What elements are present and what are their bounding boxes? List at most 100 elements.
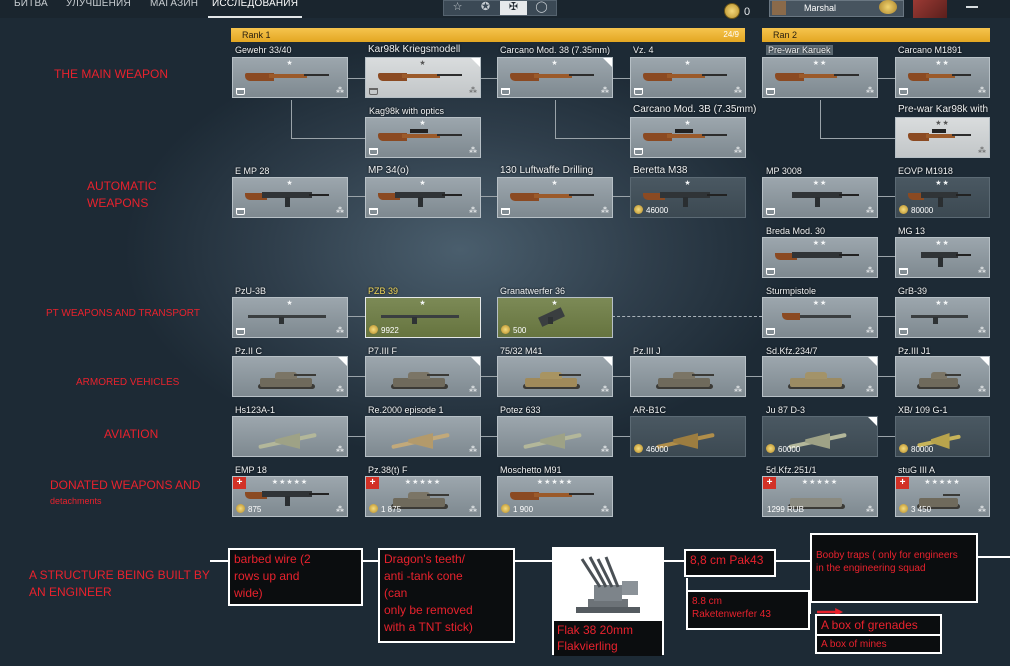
research-card-grb39[interactable]: ★★ ⁂ [895, 297, 990, 338]
coin-icon [501, 504, 510, 513]
research-card-pz2c[interactable]: ⁂ [232, 356, 348, 397]
research-card-breda-30[interactable]: ★★ ⁂ [762, 237, 878, 278]
iron-cross-icon[interactable]: ✠ [500, 1, 527, 15]
card-label: P7.III F [368, 346, 398, 356]
plane-icon [378, 427, 462, 450]
research-card-carcano-3b[interactable]: ★ ⁂ [630, 117, 746, 158]
research-card-gewehr[interactable]: ★ ⁂ [232, 57, 348, 98]
card-price: 1299 RUB [767, 505, 804, 514]
rank-stars: ★ [419, 300, 427, 307]
research-card-prewar-kar98k-optics[interactable]: ★★ ⁂ [895, 117, 990, 158]
structure-mine-box[interactable]: A box of mines [815, 634, 942, 654]
research-card-re2000[interactable]: ⁂ [365, 416, 481, 457]
tab-shop[interactable]: МАГАЗИН [150, 0, 199, 9]
card-label: Potez 633 [500, 405, 541, 415]
research-card-granatwerfer-36[interactable]: ★ 500 [497, 297, 613, 338]
research-card-stug3a[interactable]: + ★★★★★ 3 450 ⁂ [895, 476, 990, 517]
rank-1-bar: Rank 1 24/9 [231, 28, 745, 42]
squad-icon: ⁂ [336, 326, 344, 335]
research-card-kar98k[interactable]: ★ ⁂ [365, 57, 481, 98]
research-card-ju87[interactable]: 60000 [762, 416, 878, 457]
research-card-pz38t[interactable]: + ★★★★★ 1 875 ⁂ [365, 476, 481, 517]
structure-grenade-box[interactable]: A box of grenades [815, 614, 942, 636]
research-card-sturmpistole[interactable]: ★★ ⁂ [762, 297, 878, 338]
card-price: 1 900 [513, 505, 534, 514]
research-card-bf109[interactable]: 80000 [895, 416, 990, 457]
research-card-pz3f[interactable]: ⁂ [365, 356, 481, 397]
structure-pak43[interactable]: 8,8 cm Pak43 [684, 549, 776, 577]
corner-marker-icon [980, 357, 989, 366]
card-label: Gewehr 33/40 [235, 45, 292, 55]
research-card-hs123[interactable]: ⁂ [232, 416, 348, 457]
research-card-mp34[interactable]: ★ ⁂ [365, 177, 481, 218]
research-card-beretta-m38[interactable]: ★ 46000 [630, 177, 746, 218]
card-label: MP 3008 [766, 166, 802, 176]
research-card-eovp-m1918[interactable]: ★★ 80000 [895, 177, 990, 218]
tree-connector [746, 376, 762, 377]
squad-icon: ⁂ [978, 505, 986, 514]
card-price: 500 [513, 326, 527, 335]
card-price: 875 [248, 505, 262, 514]
rank-stars: ★★★★★ [404, 479, 442, 486]
shotgun-icon [510, 188, 594, 211]
research-card-pz3j[interactable]: ⁂ [630, 356, 746, 397]
research-card-prewar-karuek[interactable]: ★★ ⁂ [762, 57, 878, 98]
research-card-sdkfz-251[interactable]: + ★★★★★ 1299 RUB ⁂ [762, 476, 878, 517]
research-card-75-32-m41[interactable]: ⁂ [497, 356, 613, 397]
profile-panel[interactable]: Marshal [769, 0, 904, 17]
squad-icon: ⁂ [601, 86, 609, 95]
tree-connector [348, 316, 366, 317]
research-card-carcano-m1891[interactable]: ★★ ⁂ [895, 57, 990, 98]
plane-icon [908, 427, 971, 450]
structure-booby-traps[interactable]: Booby traps ( only for engineers in the … [810, 533, 978, 603]
rank-stars: ★ [419, 180, 427, 187]
research-card-ar-b1c[interactable]: 46000 [630, 416, 746, 457]
tree-connector [555, 100, 556, 138]
research-card-kar98k-optics[interactable]: ★ ⁂ [365, 117, 481, 158]
circle-icon[interactable]: ◯ [535, 1, 548, 13]
research-card-mp3008[interactable]: ★★ ⁂ [762, 177, 878, 218]
research-card-pz3j1[interactable]: ⁂ [895, 356, 990, 397]
research-card-sdkfz-234-7[interactable]: ⁂ [762, 356, 878, 397]
research-card-vz[interactable]: ★ ⁂ [630, 57, 746, 98]
structure-barbed-wire[interactable]: barbed wire (2 rows up and wide) [228, 548, 363, 606]
menu-icon[interactable] [966, 0, 978, 8]
tree-connector [555, 138, 630, 139]
tree-connector [820, 138, 896, 139]
category-donated-sub: detachments [50, 496, 102, 506]
corner-marker-icon [603, 58, 612, 67]
research-card-carcano-38[interactable]: ★ ⁂ [497, 57, 613, 98]
card-label: AR-B1C [633, 405, 667, 415]
rifle-icon [378, 68, 462, 91]
star-badge-icon[interactable]: ✪ [480, 1, 491, 13]
structure-dragons-teeth[interactable]: Dragon's teeth/ anti -tank cone (can onl… [378, 548, 515, 643]
research-card-pzu-3b[interactable]: ★ ⁂ [232, 297, 348, 338]
commander-portrait[interactable] [913, 0, 947, 18]
structure-raketenwerfer[interactable]: 8.8 cm Raketenwerfer 43 [686, 590, 810, 630]
squad-icon: ⁂ [469, 86, 477, 95]
structure-flak38[interactable]: Flak 38 20mm Flakvierling [552, 547, 664, 656]
star-outline-icon[interactable]: ☆ [452, 1, 463, 13]
squad-icon: ⁂ [336, 445, 344, 454]
research-card-moschetto[interactable]: ★★★★★ 1 900 ⁂ [497, 476, 613, 517]
cart-icon [501, 88, 510, 95]
tab-research[interactable]: ИССЛЕДОВАНИЯ [208, 0, 303, 18]
coin-icon [724, 3, 740, 19]
research-card-drilling[interactable]: ★ ⁂ [497, 177, 613, 218]
research-card-emp18[interactable]: + ★★★★★ 875 ⁂ [232, 476, 348, 517]
corner-marker-icon [603, 357, 612, 366]
research-card-mg13[interactable]: ★★ ⁂ [895, 237, 990, 278]
research-card-potez-633[interactable]: ⁂ [497, 416, 613, 457]
structure-connector [809, 600, 811, 614]
card-label: Vz. 4 [633, 45, 654, 55]
research-card-mp28[interactable]: ★ ⁂ [232, 177, 348, 218]
tab-battle[interactable]: БИТВА [14, 0, 48, 9]
squad-icon: ⁂ [469, 206, 477, 215]
tree-connector [878, 376, 896, 377]
rank-stars: ★ [551, 180, 559, 187]
tree-connector [878, 316, 896, 317]
tab-upgrades[interactable]: УЛУЧШЕНИЯ [66, 0, 131, 9]
research-card-pzb39[interactable]: ★ 9922 [365, 297, 481, 338]
card-label: MP 34(o) [368, 165, 409, 176]
coin-icon [899, 205, 908, 214]
